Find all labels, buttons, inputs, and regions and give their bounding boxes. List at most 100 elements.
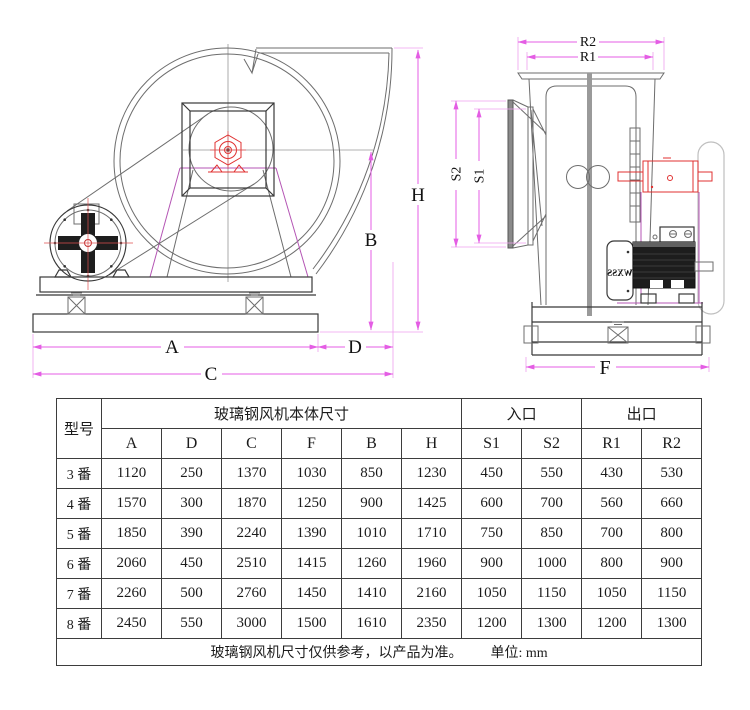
fan-side-view: H B A D C: [32, 44, 428, 385]
belt-loop: [188, 106, 274, 192]
motor-pulley: [44, 198, 133, 290]
value-cell: 2510: [221, 548, 282, 579]
group-header-inlet: 入口: [461, 398, 583, 429]
dim-label-H: H: [411, 185, 425, 206]
value-cell: 3000: [221, 608, 282, 639]
value-cell: 1410: [341, 578, 402, 609]
value-cell: 2760: [221, 578, 282, 609]
motor-shaft-stub: [694, 261, 714, 272]
value-cell: 1370: [221, 458, 282, 489]
dim-label-F: F: [599, 357, 610, 379]
value-cell: 430: [581, 458, 643, 489]
value-cell: 800: [641, 518, 703, 549]
spec-row: 5 番 1850 390 2240 1390 1010 1710 750 850…: [56, 518, 703, 549]
fan-front-view: WXSS: [449, 34, 725, 379]
inlet-assembly: [507, 99, 547, 249]
value-cell: 1300: [641, 608, 703, 639]
footnote-text: 玻璃钢风机尺寸仅供参考，以产品为准。: [210, 646, 463, 661]
base-frame-side: [32, 276, 319, 333]
spec-row: 7 番 2260 500 2760 1450 1410 2160 1050 11…: [56, 578, 703, 609]
motor-body: [632, 241, 696, 289]
col-header-F: F: [281, 428, 342, 459]
front-view-dimensions: R2 R1 S2 S1 F: [449, 34, 710, 379]
spec-row: 3 番 1120 250 1370 1030 850 1230 450 550 …: [56, 458, 703, 489]
value-cell: 1850: [101, 518, 162, 549]
model-cell: 3 番: [56, 458, 102, 489]
value-cell: 700: [581, 518, 643, 549]
col-header-B: B: [341, 428, 402, 459]
value-cell: 750: [461, 518, 523, 549]
col-header-D: D: [161, 428, 222, 459]
col-header-R2: R2: [641, 428, 703, 459]
shaft-hub: [208, 131, 248, 173]
inlet-flange: [507, 99, 514, 249]
value-cell: 1050: [461, 578, 523, 609]
motor-foot: [678, 293, 695, 304]
value-cell: 530: [641, 458, 703, 489]
dim-label-R2: R2: [580, 35, 596, 50]
value-cell: 450: [461, 458, 523, 489]
value-cell: 560: [581, 488, 643, 519]
spec-row: 6 番 2060 450 2510 1415 1260 1960 900 100…: [56, 548, 703, 579]
motor-foot: [640, 293, 657, 304]
model-cell: 5 番: [56, 518, 102, 549]
outlet-square-frame: [181, 102, 275, 197]
value-cell: 1200: [461, 608, 523, 639]
vibration-isolator: [523, 325, 539, 344]
outlet-duct-outer: [315, 47, 393, 275]
unit-label: 单位: mm: [490, 646, 548, 661]
outlet-flange: [517, 72, 665, 80]
value-cell: 390: [161, 518, 222, 549]
fan-drawing-svg: H B A D C: [32, 34, 725, 385]
scroll-casing: [113, 47, 393, 275]
value-cell: 1500: [281, 608, 342, 639]
value-cell: 1450: [281, 578, 342, 609]
dim-label-D: D: [348, 337, 362, 358]
value-cell: 1260: [341, 548, 402, 579]
col-header-R1: R1: [581, 428, 643, 459]
sight-hole: [566, 165, 610, 189]
value-cell: 1300: [521, 608, 583, 639]
value-cell: 900: [341, 488, 402, 519]
dim-label-S2: S2: [450, 167, 465, 182]
value-cell: 550: [161, 608, 222, 639]
value-cell: 500: [161, 578, 222, 609]
dim-label-S1: S1: [473, 169, 488, 184]
base-frame-front: [523, 302, 711, 356]
group-header-outlet: 出口: [581, 398, 703, 429]
drive-shaft: [587, 73, 592, 316]
col-header-model: 型号: [56, 398, 102, 459]
value-cell: 1710: [400, 518, 463, 549]
value-cell: 2450: [101, 608, 162, 639]
model-cell: 8 番: [56, 608, 102, 639]
value-cell: 1010: [341, 518, 402, 549]
footnote-cell: 玻璃钢风机尺寸仅供参考，以产品为准。 单位: mm: [55, 638, 703, 666]
value-cell: 1415: [281, 548, 342, 579]
belt-drive: [66, 106, 274, 276]
value-cell: 1250: [281, 488, 342, 519]
value-cell: 700: [521, 488, 583, 519]
value-cell: 550: [521, 458, 583, 489]
footnote-row: 玻璃钢风机尺寸仅供参考，以产品为准。 单位: mm: [55, 638, 703, 666]
support-pedestal: [149, 167, 309, 278]
value-cell: 1050: [581, 578, 643, 609]
value-cell: 1610: [341, 608, 402, 639]
value-cell: 2350: [400, 608, 463, 639]
bearing-housing: [617, 157, 713, 193]
model-cell: 7 番: [56, 578, 102, 609]
scroll-outline-back: [697, 141, 725, 315]
value-cell: 600: [461, 488, 523, 519]
cutoff-tongue: [243, 48, 259, 75]
value-cell: 300: [161, 488, 222, 519]
dim-label-C: C: [205, 364, 218, 385]
inlet-cone: [512, 99, 547, 249]
spec-row: 4 番 1570 300 1870 1250 900 1425 600 700 …: [56, 488, 703, 519]
value-cell: 850: [341, 458, 402, 489]
vibration-isolator: [695, 325, 711, 344]
value-cell: 1200: [581, 608, 643, 639]
vibration-isolator: [607, 321, 629, 344]
col-header-S1: S1: [461, 428, 523, 459]
value-cell: 1425: [400, 488, 463, 519]
col-header-A: A: [101, 428, 162, 459]
value-cell: 2160: [400, 578, 463, 609]
